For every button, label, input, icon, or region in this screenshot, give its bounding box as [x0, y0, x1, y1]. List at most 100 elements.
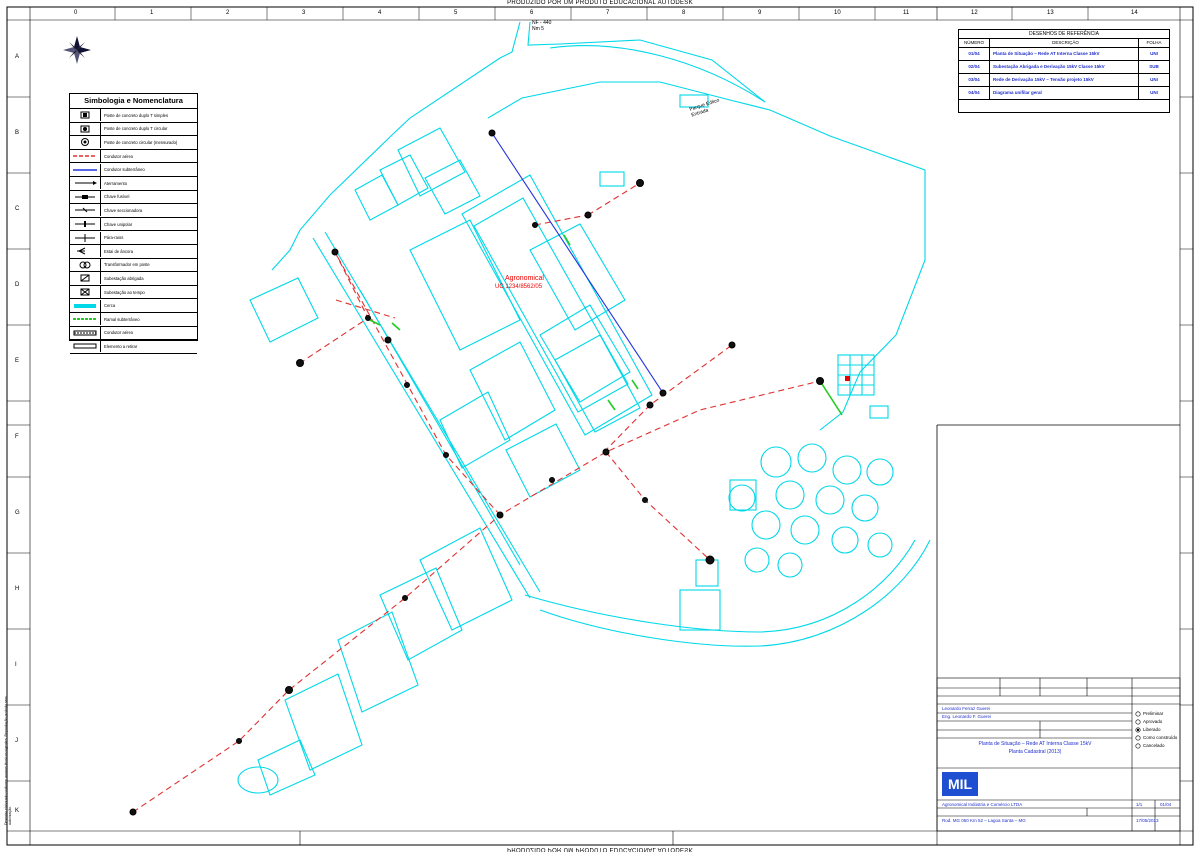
grid-row-label: C [15, 206, 20, 212]
legend-row: Poste de concreto duplo T simples [70, 109, 197, 123]
legend-symbol-icon [70, 190, 101, 203]
legend-symbol-icon [70, 245, 101, 258]
header-sheet: FOLHA [1146, 40, 1162, 45]
agronomical-uc-label: UC 1234/8562/05 [495, 284, 543, 290]
company-logo: MIL [942, 772, 978, 796]
legend-label: Chave seccionadora [104, 207, 143, 213]
legend-row: Transformador em poste [70, 258, 197, 273]
grid-col-label: 0 [74, 10, 78, 16]
grid-row-label: A [15, 54, 20, 60]
legend-row: Chave seccionadora [70, 204, 197, 218]
grid-row-label: H [15, 586, 20, 592]
reference-cell-desc: Rede de Derivação 15kV – Tensão projeto … [990, 74, 1139, 86]
grid-col-label: 12 [971, 10, 978, 16]
grid-col-label: 1 [150, 10, 154, 16]
legend-label: Chave fusível [104, 194, 130, 200]
legend-row: Ramal subterrâneo [70, 313, 197, 327]
legend-symbol-icon [70, 109, 101, 122]
legend-panel: Simbologia e Nomenclatura Poste de concr… [69, 93, 198, 354]
legend-symbol-icon [70, 313, 101, 326]
top-educational-note: PRODUZIDO POR UM PRODUTO EDUCACIONAL AUT… [507, 0, 693, 6]
legend-symbol-icon [70, 122, 101, 135]
legend-label: Pára-raios [104, 235, 124, 241]
grid-col-label: 11 [903, 10, 910, 16]
tb-author: Leonardo Ferraz Guerei [942, 706, 991, 711]
legend-symbol-icon [70, 258, 101, 271]
reference-cell-desc: Diagrama unifilar geral [990, 87, 1139, 99]
header-description: DESCRIÇÃO [990, 39, 1139, 47]
legend-row: Aterramento [70, 177, 197, 191]
legend-label: Aterramento [104, 180, 128, 186]
grid-col-label: 5 [454, 10, 458, 16]
legend-label: Cerca [104, 303, 116, 309]
legend-row: Condutor subterrâneo [70, 163, 197, 177]
legend-row: Poste de concreto duplo T circular [70, 122, 197, 137]
reference-cell-num: 01/04 [959, 48, 990, 60]
grid-col-label: 3 [302, 10, 306, 16]
grid-row-label: I [15, 662, 17, 668]
side-note: Desenho elaborado conforme normas técnic… [4, 696, 12, 825]
tb-location: Rod. MG 050 Km 52 – Lagoa Santa – MG [942, 818, 1026, 823]
nf-label: NF - 440 Nm 5 [532, 20, 552, 32]
grid-col-label: 6 [530, 10, 534, 16]
grid-col-label: 8 [682, 10, 686, 16]
legend-label: Subestação abrigada [104, 275, 144, 281]
legend-row: Poste de concreto circular (mensurado) [70, 136, 197, 150]
reference-cell-folha: UNI [1150, 77, 1158, 82]
grid-col-label: 10 [834, 10, 841, 16]
bottom-educational-note: PRODUZIDO POR UM PRODUTO EDUCACIONAL AUT… [507, 846, 693, 852]
reference-cell-num: 03/04 [959, 74, 990, 86]
reference-cell-desc: Planta de Situação – Rede AT Interna Cla… [990, 48, 1139, 60]
legend-symbol-icon [70, 326, 101, 339]
reference-cell-folha: SUB [1149, 64, 1159, 69]
legend-row: Pára-raios [70, 231, 197, 245]
state-option: Cancelado [1143, 743, 1165, 748]
state-option: Aprovado [1143, 719, 1163, 724]
tb-sheet-subtitle: Planta Cadastral (2013) [1008, 749, 1062, 755]
legend-symbol-icon [70, 163, 101, 176]
legend-label: Estai de âncora [104, 248, 134, 254]
legend-row: Elemento a retirar [70, 340, 197, 354]
tb-date: 17/05/2013 [1136, 818, 1159, 823]
grid-col-label: 9 [758, 10, 762, 16]
legend-title: Simbologia e Nomenclatura [70, 94, 197, 109]
grid-col-label: 2 [226, 10, 230, 16]
tb-scale: 1/1 [1136, 802, 1143, 807]
legend-symbol-icon [70, 286, 101, 299]
agronomical-label: Agronomical [505, 275, 544, 282]
legend-symbol-icon [70, 272, 101, 285]
tb-project: Agronomical Indústria e Comércio LTDA [942, 802, 1023, 807]
legend-label: Condutor aéreo [104, 330, 134, 336]
tb-sheet-number: 01/04 [1160, 802, 1172, 807]
legend-symbol-icon [70, 218, 101, 231]
legend-label: Transformador em poste [104, 262, 150, 268]
legend-row: Subestação ao tempo [70, 286, 197, 300]
legend-row: Chave fusível [70, 190, 197, 205]
legend-label: Condutor subterrâneo [104, 167, 145, 173]
grid-col-label: 13 [1047, 10, 1054, 16]
legend-label: Subestação ao tempo [104, 289, 145, 295]
reference-cell-desc: Subestação Abrigada e Derivação 15kV Cla… [990, 61, 1139, 73]
grid-row-label: E [15, 358, 20, 364]
header-number: NÚMERO [959, 39, 990, 47]
legend-row: Estai de âncora [70, 245, 197, 259]
reference-title: DESENHOS DE REFERÊNCIA [959, 30, 1169, 39]
grid-row-label: F [15, 434, 19, 440]
grid-row-label: G [15, 510, 20, 516]
state-option: Liberado [1143, 727, 1161, 732]
legend-symbol-icon [70, 150, 101, 163]
legend-label: Condutor aéreo [104, 153, 134, 159]
grid-row-label: J [15, 738, 18, 744]
svg-text:MIL: MIL [948, 776, 973, 792]
legend-row: Cerca [70, 299, 197, 313]
legend-row: Subestação abrigada [70, 272, 197, 286]
tb-sheet-title: Planta de Situação – Rede AT Interna Cla… [978, 741, 1092, 747]
legend-label: Poste de concreto duplo T simples [104, 112, 169, 118]
